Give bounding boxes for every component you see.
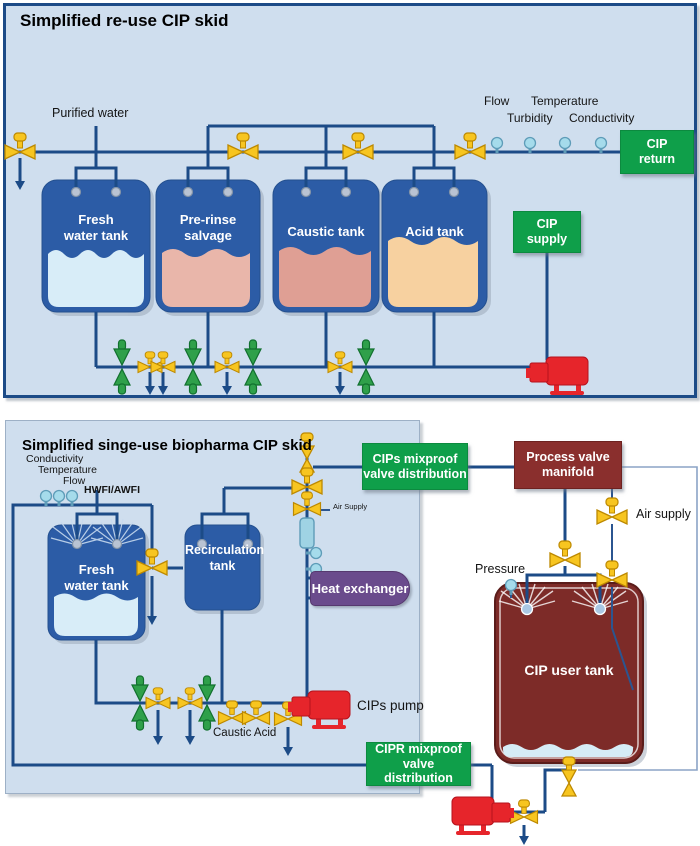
cip-supply-pump-icon bbox=[525, 356, 589, 396]
air-supply-label: Air supply bbox=[636, 507, 691, 521]
fresh-water-fill bbox=[48, 250, 144, 307]
temperature-label: Temperature bbox=[38, 464, 97, 476]
line-valve-icon bbox=[454, 132, 486, 160]
caustic-tank-label: Caustic tank bbox=[287, 224, 365, 239]
drain-valve-icon bbox=[4, 132, 36, 160]
fresh-water-tank-label: Fresh water tank bbox=[64, 562, 129, 594]
flow-label: Flow bbox=[484, 94, 510, 108]
cip-supply-box: CIP supply bbox=[513, 211, 581, 253]
pre-rinse-fill bbox=[162, 249, 250, 307]
drain-valve-icon bbox=[177, 687, 203, 710]
reuse-skid-title: Simplified re-use CIP skid bbox=[20, 11, 229, 30]
temperature-label: Temperature bbox=[531, 94, 599, 108]
spray-ball-icon bbox=[593, 602, 607, 616]
line-valve-icon bbox=[342, 132, 374, 160]
caustic-acid-label: Caustic Acid bbox=[213, 727, 277, 739]
fresh-water-tank-label: Fresh water tank bbox=[63, 212, 129, 244]
cips-pump-label: CIPs pump bbox=[357, 698, 424, 713]
drain-valve-icon bbox=[214, 351, 240, 374]
flow-label: Flow bbox=[63, 475, 86, 487]
single-use-skid-title: Simplified singe-use biopharma CIP skid bbox=[22, 437, 312, 454]
cips-mixproof-box: CIPs mixproof valve distribution bbox=[362, 443, 468, 490]
hwfi-awfi-label: HWFI/AWFI bbox=[84, 484, 140, 496]
air-supply-valve-icon bbox=[596, 497, 628, 525]
cip-return-box: CIP return bbox=[620, 130, 694, 174]
utility-loop-line bbox=[578, 466, 698, 771]
pressure-label: Pressure bbox=[475, 562, 526, 576]
cipr-mixproof-box: CIPR mixproof valve distribution bbox=[366, 742, 471, 786]
cip-user-tank-label: CIP user tank bbox=[524, 662, 614, 678]
line-valve-icon bbox=[227, 132, 259, 160]
acid-fill bbox=[388, 237, 478, 307]
conductivity-label: Conductivity bbox=[26, 453, 84, 465]
air-supply-small-label: Air Supply bbox=[333, 502, 368, 511]
drain-valve-icon bbox=[327, 351, 353, 374]
spray-pattern bbox=[498, 583, 629, 610]
sterile-filter-icon bbox=[299, 517, 315, 549]
recirculation-tank-label: Recirculation tank bbox=[185, 543, 265, 573]
purified-water-label: Purified water bbox=[52, 106, 129, 120]
single-use-tanks bbox=[47, 518, 261, 641]
pre-rinse-salvage-label: Pre-rinse salvage bbox=[179, 212, 237, 244]
heat-exchanger-box: Heat exchanger bbox=[310, 571, 410, 606]
drain-valve-icon bbox=[145, 687, 171, 710]
cipr-pump-icon bbox=[451, 796, 515, 836]
turbidity-label: Turbidity bbox=[507, 111, 553, 125]
tank-ports bbox=[70, 186, 460, 550]
tank-outlet-valve-icon bbox=[561, 756, 577, 797]
tank-inlet-valve-icon bbox=[549, 540, 581, 568]
caustic-fill bbox=[279, 247, 371, 307]
spray-ball-icon bbox=[520, 602, 534, 616]
spray-pattern bbox=[50, 518, 144, 546]
process-valve-manifold-box: Process valve manifold bbox=[514, 441, 622, 489]
conductivity-label: Conductivity bbox=[569, 111, 635, 125]
acid-tank-label: Acid tank bbox=[405, 224, 464, 239]
reuse-tanks bbox=[41, 179, 488, 313]
